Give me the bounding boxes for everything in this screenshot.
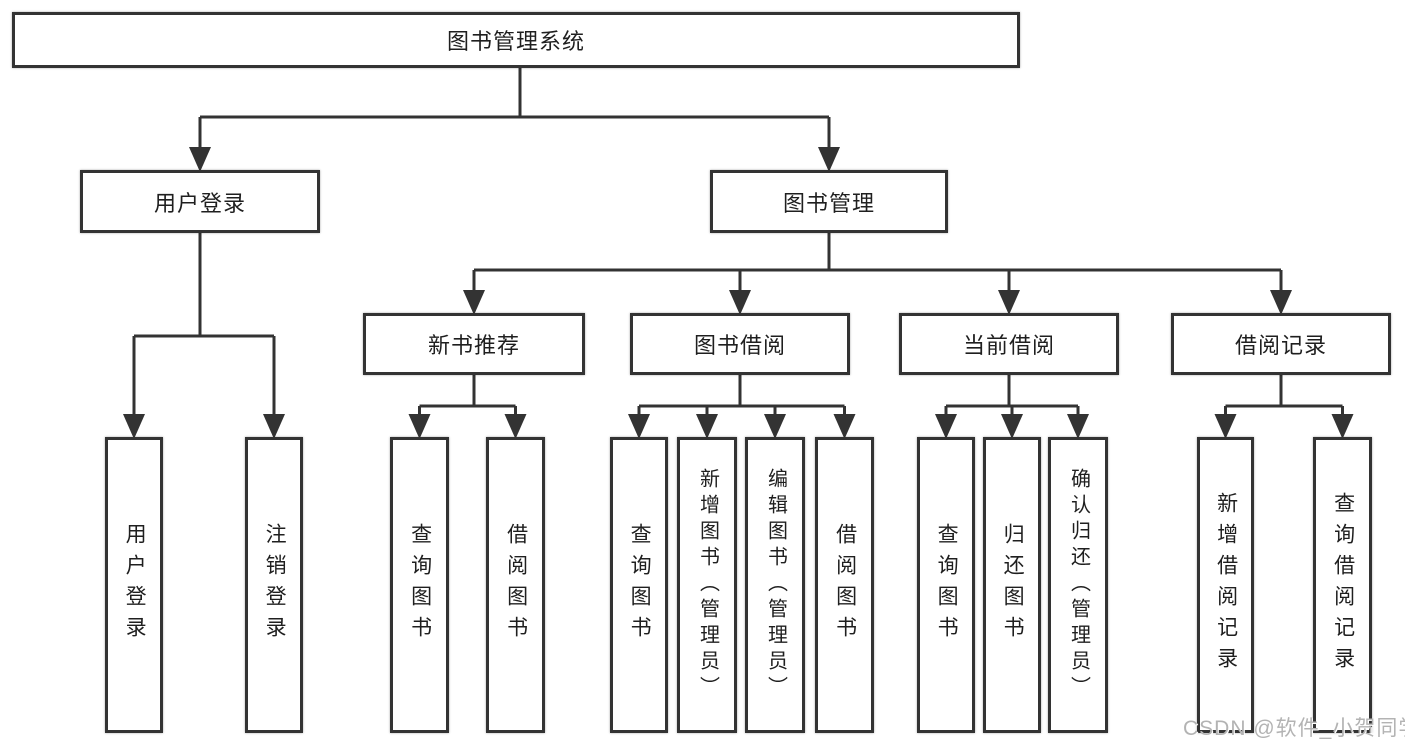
arrow-down-icon <box>1331 414 1354 439</box>
leaf-borrow-books-2-label: 借阅图书 <box>833 523 857 647</box>
leaf-edit-books-admin-label: 编辑图书（管理员） <box>764 468 787 702</box>
node-user-login: 用户登录 <box>80 170 320 233</box>
leaf-add-books-admin-label: 新增图书（管理员） <box>696 468 719 702</box>
arrow-down-icon <box>833 414 856 439</box>
leaf-query-borrow-record-label: 查询借阅记录 <box>1331 492 1355 678</box>
arrow-down-icon <box>935 414 957 439</box>
arrow-down-icon <box>998 290 1020 315</box>
leaf-query-books-2-label: 查询图书 <box>628 523 652 647</box>
leaf-confirm-return-admin-label: 确认归还（管理员） <box>1067 468 1090 702</box>
leaf-confirm-return-admin: 确认归还（管理员） <box>1048 437 1108 733</box>
leaf-add-borrow-record-label: 新增借阅记录 <box>1214 492 1238 678</box>
arrow-down-icon <box>818 147 840 172</box>
leaf-edit-books-admin: 编辑图书（管理员） <box>745 437 805 733</box>
leaf-query-books-2: 查询图书 <box>610 437 668 733</box>
leaf-query-books-1-label: 查询图书 <box>408 523 432 647</box>
leaf-borrow-books-1-label: 借阅图书 <box>504 523 528 647</box>
arrow-down-icon <box>628 414 650 439</box>
arrow-down-icon <box>1067 414 1089 439</box>
node-borrow-records: 借阅记录 <box>1171 313 1391 375</box>
leaf-query-books-3: 查询图书 <box>917 437 975 733</box>
leaf-add-books-admin: 新增图书（管理员） <box>677 437 737 733</box>
leaf-borrow-books-2: 借阅图书 <box>815 437 874 733</box>
node-root: 图书管理系统 <box>12 12 1020 68</box>
arrow-down-icon <box>764 414 786 439</box>
leaf-query-books-3-label: 查询图书 <box>935 523 959 647</box>
csdn-watermark: CSDN @软件_小贺同学 <box>1183 717 1405 740</box>
node-current-borrow-label: 当前借阅 <box>962 333 1055 358</box>
arrow-down-icon <box>504 414 527 439</box>
leaf-user-login: 用户登录 <box>105 437 163 733</box>
node-new-book-recommend: 新书推荐 <box>363 313 585 375</box>
arrow-down-icon <box>696 414 718 439</box>
arrow-down-icon <box>463 290 485 315</box>
node-root-label: 图书管理系统 <box>446 29 585 54</box>
arrow-down-icon <box>408 414 431 439</box>
node-borrow-records-label: 借阅记录 <box>1234 333 1327 358</box>
node-book-borrow: 图书借阅 <box>630 313 850 375</box>
leaf-borrow-books-1: 借阅图书 <box>486 437 545 733</box>
leaf-query-books-1: 查询图书 <box>390 437 449 733</box>
node-book-management: 图书管理 <box>710 170 948 233</box>
leaf-return-books: 归还图书 <box>983 437 1041 733</box>
node-user-login-label: 用户登录 <box>153 190 246 216</box>
leaf-query-borrow-record: 查询借阅记录 <box>1313 437 1372 733</box>
leaf-logout-label: 注销登录 <box>263 523 287 647</box>
arrow-down-icon <box>263 414 285 439</box>
arrow-down-icon <box>189 147 211 172</box>
leaf-add-borrow-record: 新增借阅记录 <box>1197 437 1254 733</box>
arrow-down-icon <box>1001 414 1023 439</box>
arrow-down-icon <box>1270 290 1292 315</box>
arrow-down-icon <box>729 290 751 315</box>
arrow-down-icon <box>1214 414 1237 439</box>
node-book-borrow-label: 图书借阅 <box>693 333 786 358</box>
node-book-management-label: 图书管理 <box>782 190 875 216</box>
leaf-return-books-label: 归还图书 <box>1001 523 1025 647</box>
leaf-user-login-label: 用户登录 <box>123 523 147 647</box>
node-new-book-recommend-label: 新书推荐 <box>427 333 520 358</box>
node-current-borrow: 当前借阅 <box>899 313 1119 375</box>
leaf-logout: 注销登录 <box>245 437 303 733</box>
arrow-down-icon <box>123 414 145 439</box>
